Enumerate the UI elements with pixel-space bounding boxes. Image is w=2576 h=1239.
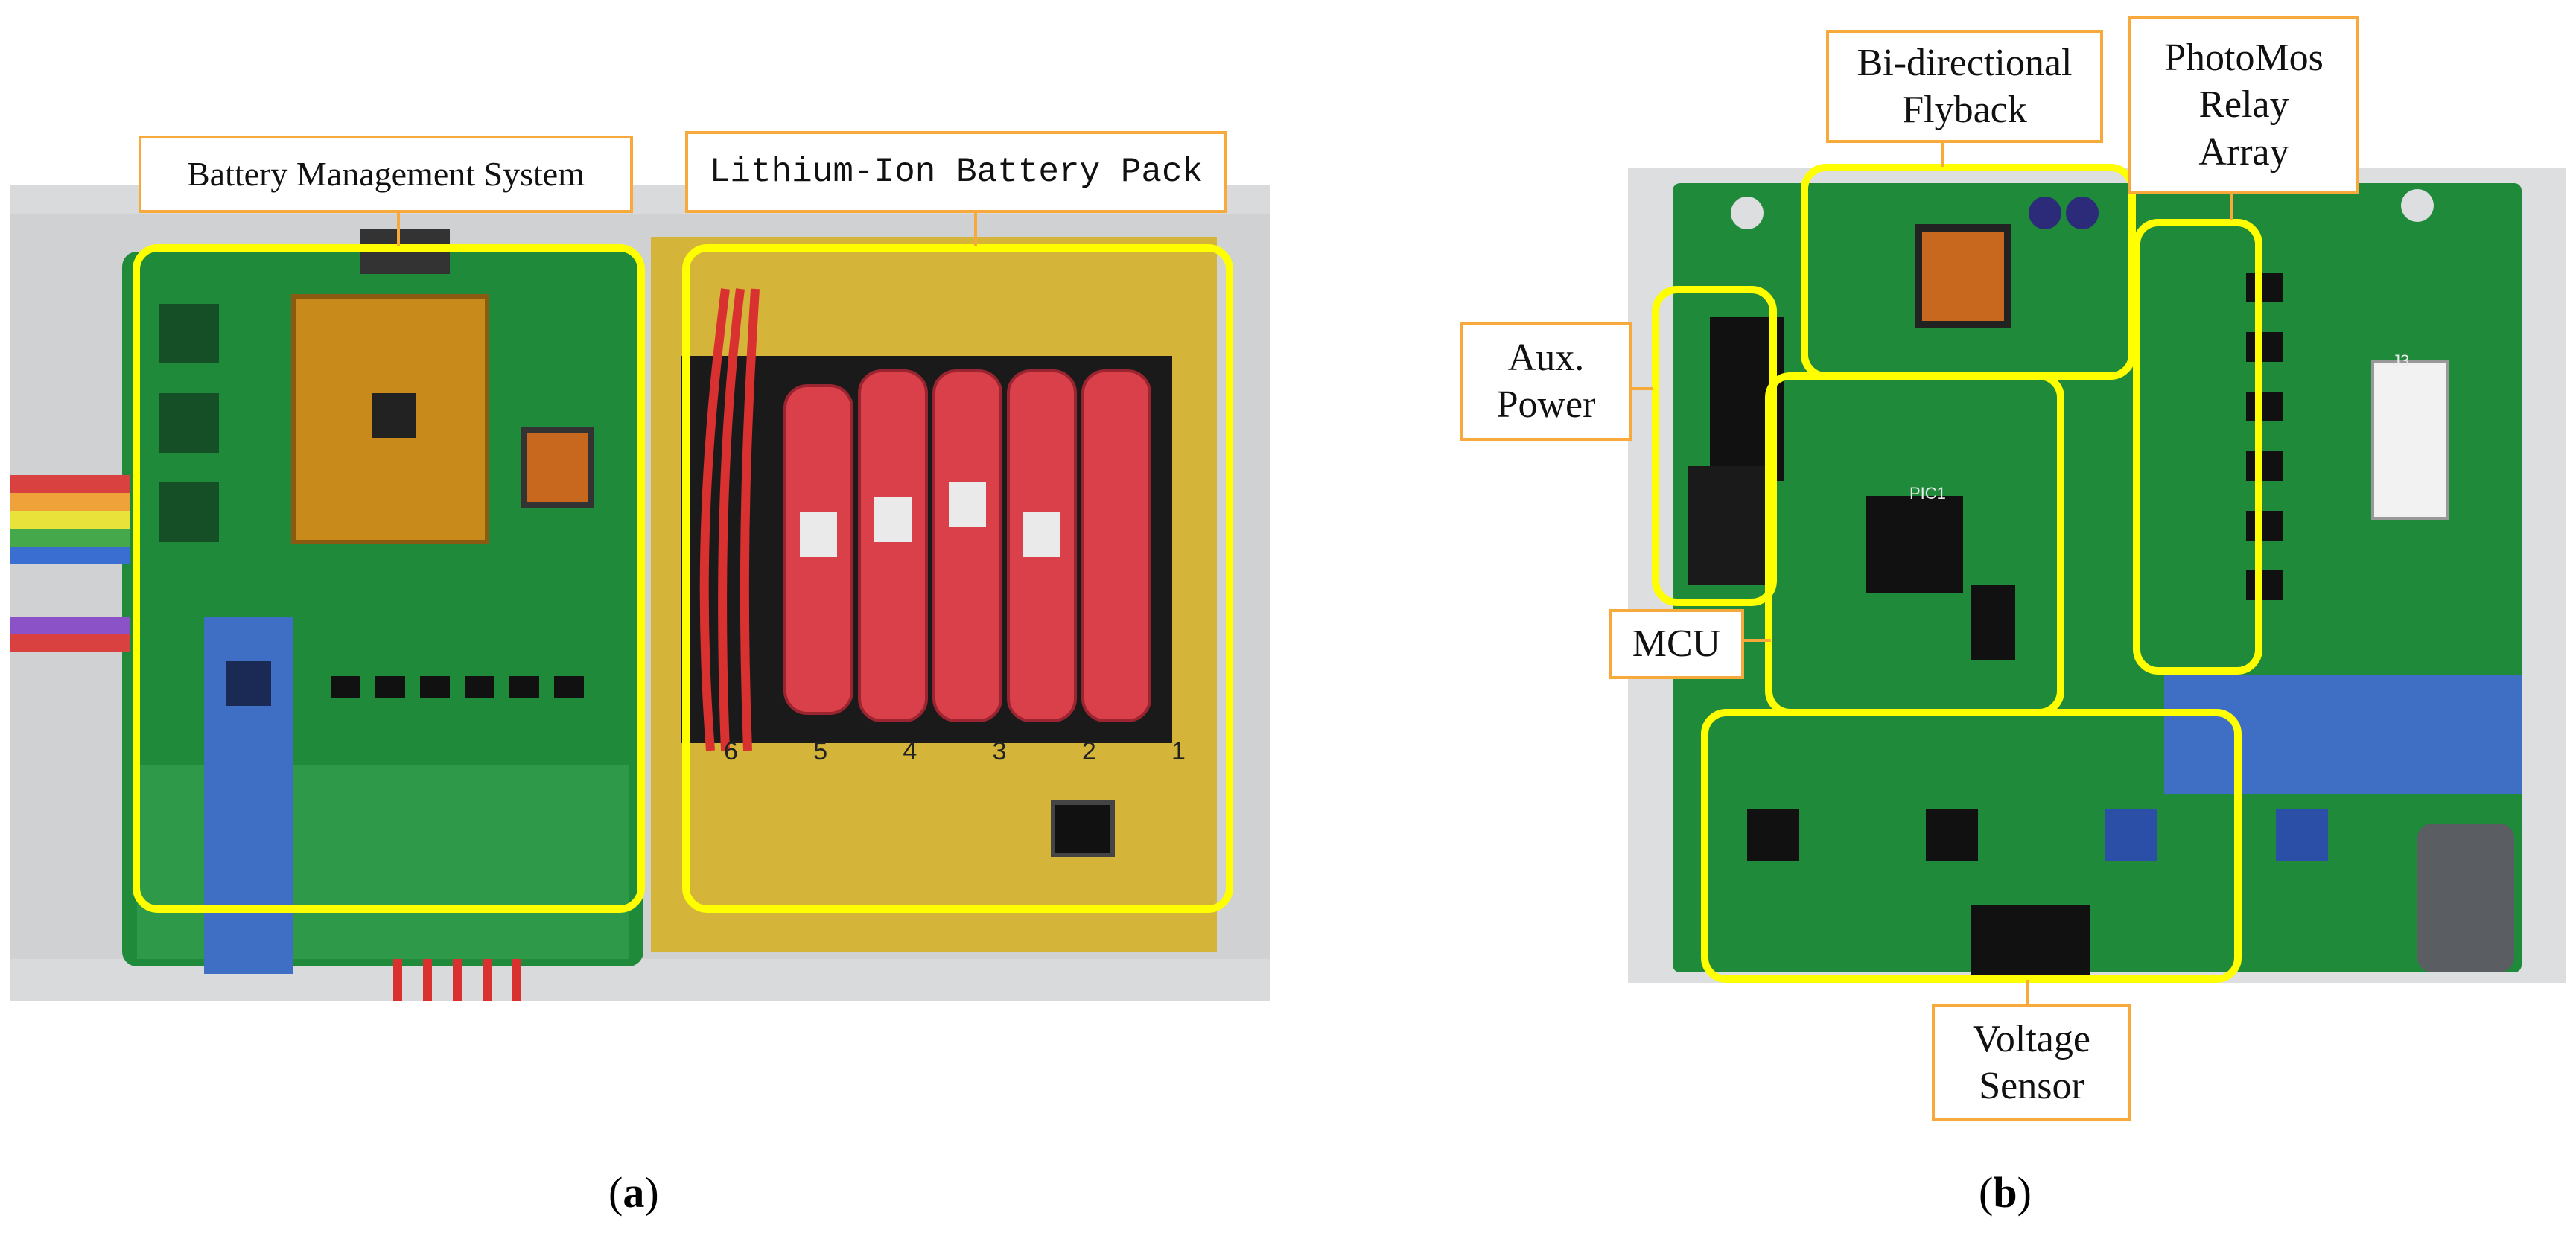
caption-b-letter: b: [1993, 1168, 2017, 1217]
board-mark-pic: PIC1: [1909, 484, 1946, 503]
caption-a-letter: a: [623, 1168, 645, 1217]
label-relay-line3: Array: [2198, 130, 2289, 173]
callout-aux: Aux. Power: [1460, 322, 1632, 441]
highlight-battery-pack: [682, 244, 1233, 913]
highlight-mcu: [1765, 372, 2064, 716]
label-mcu: MCU: [1632, 622, 1721, 666]
cell-number: 5: [813, 737, 828, 765]
label-battery-pack: Lithium-Ion Battery Pack: [709, 152, 1203, 191]
cell-number-labels: 6 5 4 3 2 1: [724, 737, 1186, 770]
label-relay-line2: Relay: [2198, 83, 2289, 127]
callout-relay: PhotoMos Relay Array: [2128, 16, 2359, 194]
cell-number: 2: [1081, 737, 1096, 765]
leader-aux: [1631, 387, 1653, 390]
caption-a: (a): [608, 1168, 659, 1217]
cell-number: 4: [903, 737, 917, 765]
highlight-flyback: [1801, 164, 2136, 380]
cell-number: 6: [724, 737, 738, 765]
label-flyback-line1: Bi-directional: [1857, 41, 2073, 84]
label-flyback-line2: Flyback: [1902, 89, 2027, 131]
caption-b: (b): [1979, 1168, 2032, 1217]
leader-relay: [2230, 191, 2233, 220]
callout-bms: Battery Management System: [139, 136, 633, 213]
callout-mcu: MCU: [1609, 609, 1744, 679]
leader-battery-pack: [974, 211, 977, 246]
cell-number: 1: [1171, 737, 1186, 765]
label-relay-line1: PhotoMos: [2164, 36, 2324, 79]
label-bms: Battery Management System: [187, 154, 585, 193]
callout-flyback: Bi-directional Flyback: [1826, 30, 2103, 143]
cell-number: 3: [992, 737, 1007, 765]
highlight-bms: [133, 244, 645, 913]
leader-voltage: [2026, 980, 2029, 1005]
leader-mcu: [1743, 639, 1771, 642]
highlight-voltage-sensor: [1701, 709, 2242, 983]
highlight-relay-array: [2133, 219, 2262, 675]
callout-voltage: Voltage Sensor: [1932, 1004, 2131, 1121]
label-aux-line1: Aux.: [1507, 336, 1585, 379]
label-voltage-line2: Sensor: [1979, 1065, 2084, 1107]
leader-bms: [397, 211, 400, 246]
photo-pcb: [1628, 168, 2566, 983]
callout-battery-pack: Lithium-Ion Battery Pack: [685, 131, 1227, 213]
leader-flyback: [1941, 140, 1944, 167]
board-mark-j3: J3: [2392, 351, 2410, 370]
label-aux-line2: Power: [1496, 383, 1596, 426]
highlight-aux-power: [1652, 286, 1777, 606]
label-voltage-line1: Voltage: [1973, 1017, 2090, 1060]
